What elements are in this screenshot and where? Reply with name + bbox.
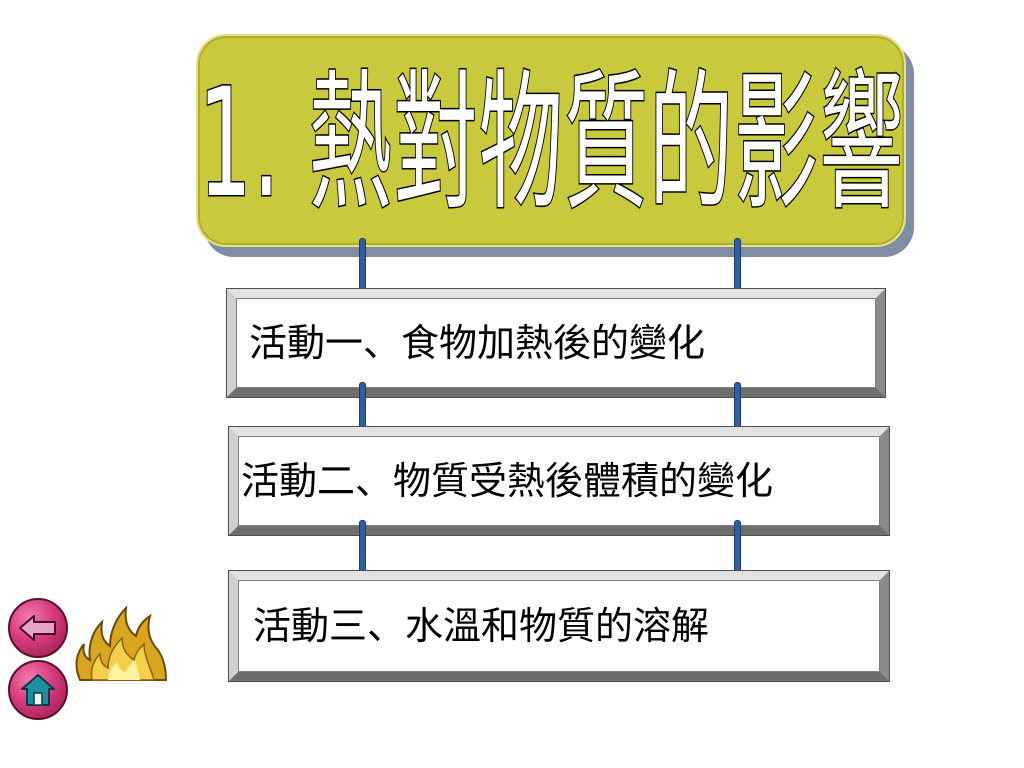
activity-panel-1[interactable]: 活動一、食物加熱後的變化: [226, 288, 886, 398]
home-icon: [21, 674, 55, 706]
back-arrow-icon: [19, 615, 56, 641]
activity-panel-2[interactable]: 活動二、物質受熱後體積的變化: [228, 426, 890, 536]
activity-panel-2-face: 活動二、物質受熱後體積的變化: [238, 436, 880, 526]
title-banner: 1. 熱對物質的影響: [196, 34, 906, 247]
activity-panel-3[interactable]: 活動三、水溫和物質的溶解: [228, 570, 890, 682]
activity-3-label: 活動三、水溫和物質的溶解: [253, 604, 710, 648]
activity-1-label: 活動一、食物加熱後的變化: [249, 321, 706, 365]
back-button[interactable]: [8, 598, 68, 658]
home-button[interactable]: [8, 660, 68, 720]
activity-panel-1-face: 活動一、食物加熱後的變化: [236, 298, 876, 388]
activity-2-label: 活動二、物質受熱後體積的變化: [241, 459, 774, 503]
flame-icon: [75, 605, 168, 681]
slide-title: 1. 熱對物質的影響: [197, 56, 905, 231]
activity-panel-3-face: 活動三、水溫和物質的溶解: [238, 580, 880, 672]
